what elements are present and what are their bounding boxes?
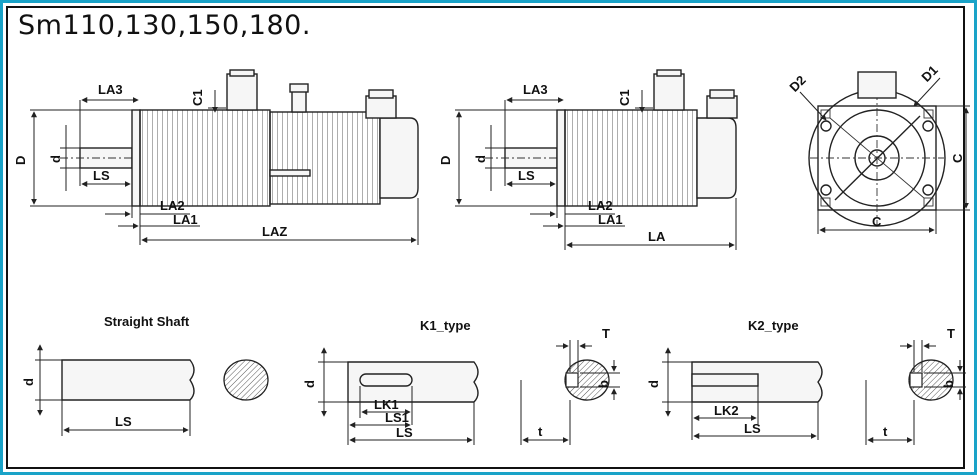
k2-key bbox=[691, 373, 759, 387]
k1-key bbox=[359, 373, 413, 387]
k1-label-lk1: LK1 bbox=[374, 397, 399, 412]
k2-label-t-upper: T bbox=[947, 326, 955, 341]
k1-label-t-lower: t bbox=[538, 424, 543, 439]
k2-label-b: b bbox=[941, 380, 956, 388]
motor2-label-la2: LA2 bbox=[588, 198, 613, 213]
motor1-label-la2: LA2 bbox=[160, 198, 185, 213]
motor2-label-d-shaft: d bbox=[473, 155, 488, 163]
motor2-label-d-outer: D bbox=[438, 156, 453, 165]
page-title: Sm110,130,150,180. bbox=[18, 10, 311, 41]
motor1-label-c1: C1 bbox=[190, 89, 205, 106]
motor2-label-la1: LA1 bbox=[598, 212, 623, 227]
motor-standard-view: LA3 D d LS LA2 LA1 LA C1 bbox=[438, 69, 738, 250]
k1-label-b: b bbox=[596, 380, 611, 388]
motor1-label-la3: LA3 bbox=[98, 82, 123, 97]
flange-label-c-vertical: C bbox=[950, 153, 965, 163]
k1-type-section: K1_type d LK1 LS1 LS T b t bbox=[302, 318, 620, 445]
k2-label-t-lower: t bbox=[883, 424, 888, 439]
motor1-label-laz: LAZ bbox=[262, 224, 287, 239]
k1-label-ls1: LS1 bbox=[385, 410, 409, 425]
k2-type-title: K2_type bbox=[748, 318, 799, 333]
k2-cross-section bbox=[908, 359, 954, 401]
k1-label-t-upper: T bbox=[602, 326, 610, 341]
k1-label-ls: LS bbox=[396, 425, 413, 440]
flange-label-c-horizontal: C bbox=[872, 214, 882, 229]
motor1-label-la1: LA1 bbox=[173, 212, 198, 227]
motor2-label-c1: C1 bbox=[617, 89, 632, 106]
straight-shaft-cross-section bbox=[223, 359, 269, 401]
motor2-label-la3: LA3 bbox=[523, 82, 548, 97]
k2-label-d: d bbox=[646, 380, 661, 388]
motor1-connector-main bbox=[226, 73, 258, 111]
k2-label-ls: LS bbox=[744, 421, 761, 436]
motor1-label-ls: LS bbox=[93, 168, 110, 183]
motor2-label-ls: LS bbox=[518, 168, 535, 183]
flange-label-d2: D2 bbox=[786, 72, 808, 94]
motor2-label-la: LA bbox=[648, 229, 666, 244]
straight-shaft-title: Straight Shaft bbox=[104, 314, 190, 329]
drawing-border bbox=[6, 6, 965, 469]
flange-front-view: D2 D1 C C bbox=[786, 62, 970, 234]
straight-label-ls: LS bbox=[115, 414, 132, 429]
motor1-label-d-outer: D bbox=[13, 156, 28, 165]
k2-label-lk2: LK2 bbox=[714, 403, 739, 418]
motor-with-brake-view: LA3 D d LS LA2 LA1 LAZ C1 bbox=[13, 69, 419, 245]
k1-label-d: d bbox=[302, 380, 317, 388]
straight-label-d: d bbox=[21, 378, 36, 386]
straight-shaft-section: Straight Shaft d LS bbox=[21, 314, 269, 436]
k1-cross-section bbox=[564, 359, 610, 401]
k1-type-title: K1_type bbox=[420, 318, 471, 333]
motor1-label-d-shaft: d bbox=[48, 155, 63, 163]
k2-type-section: K2_type d LK2 LS T b t bbox=[646, 318, 966, 445]
